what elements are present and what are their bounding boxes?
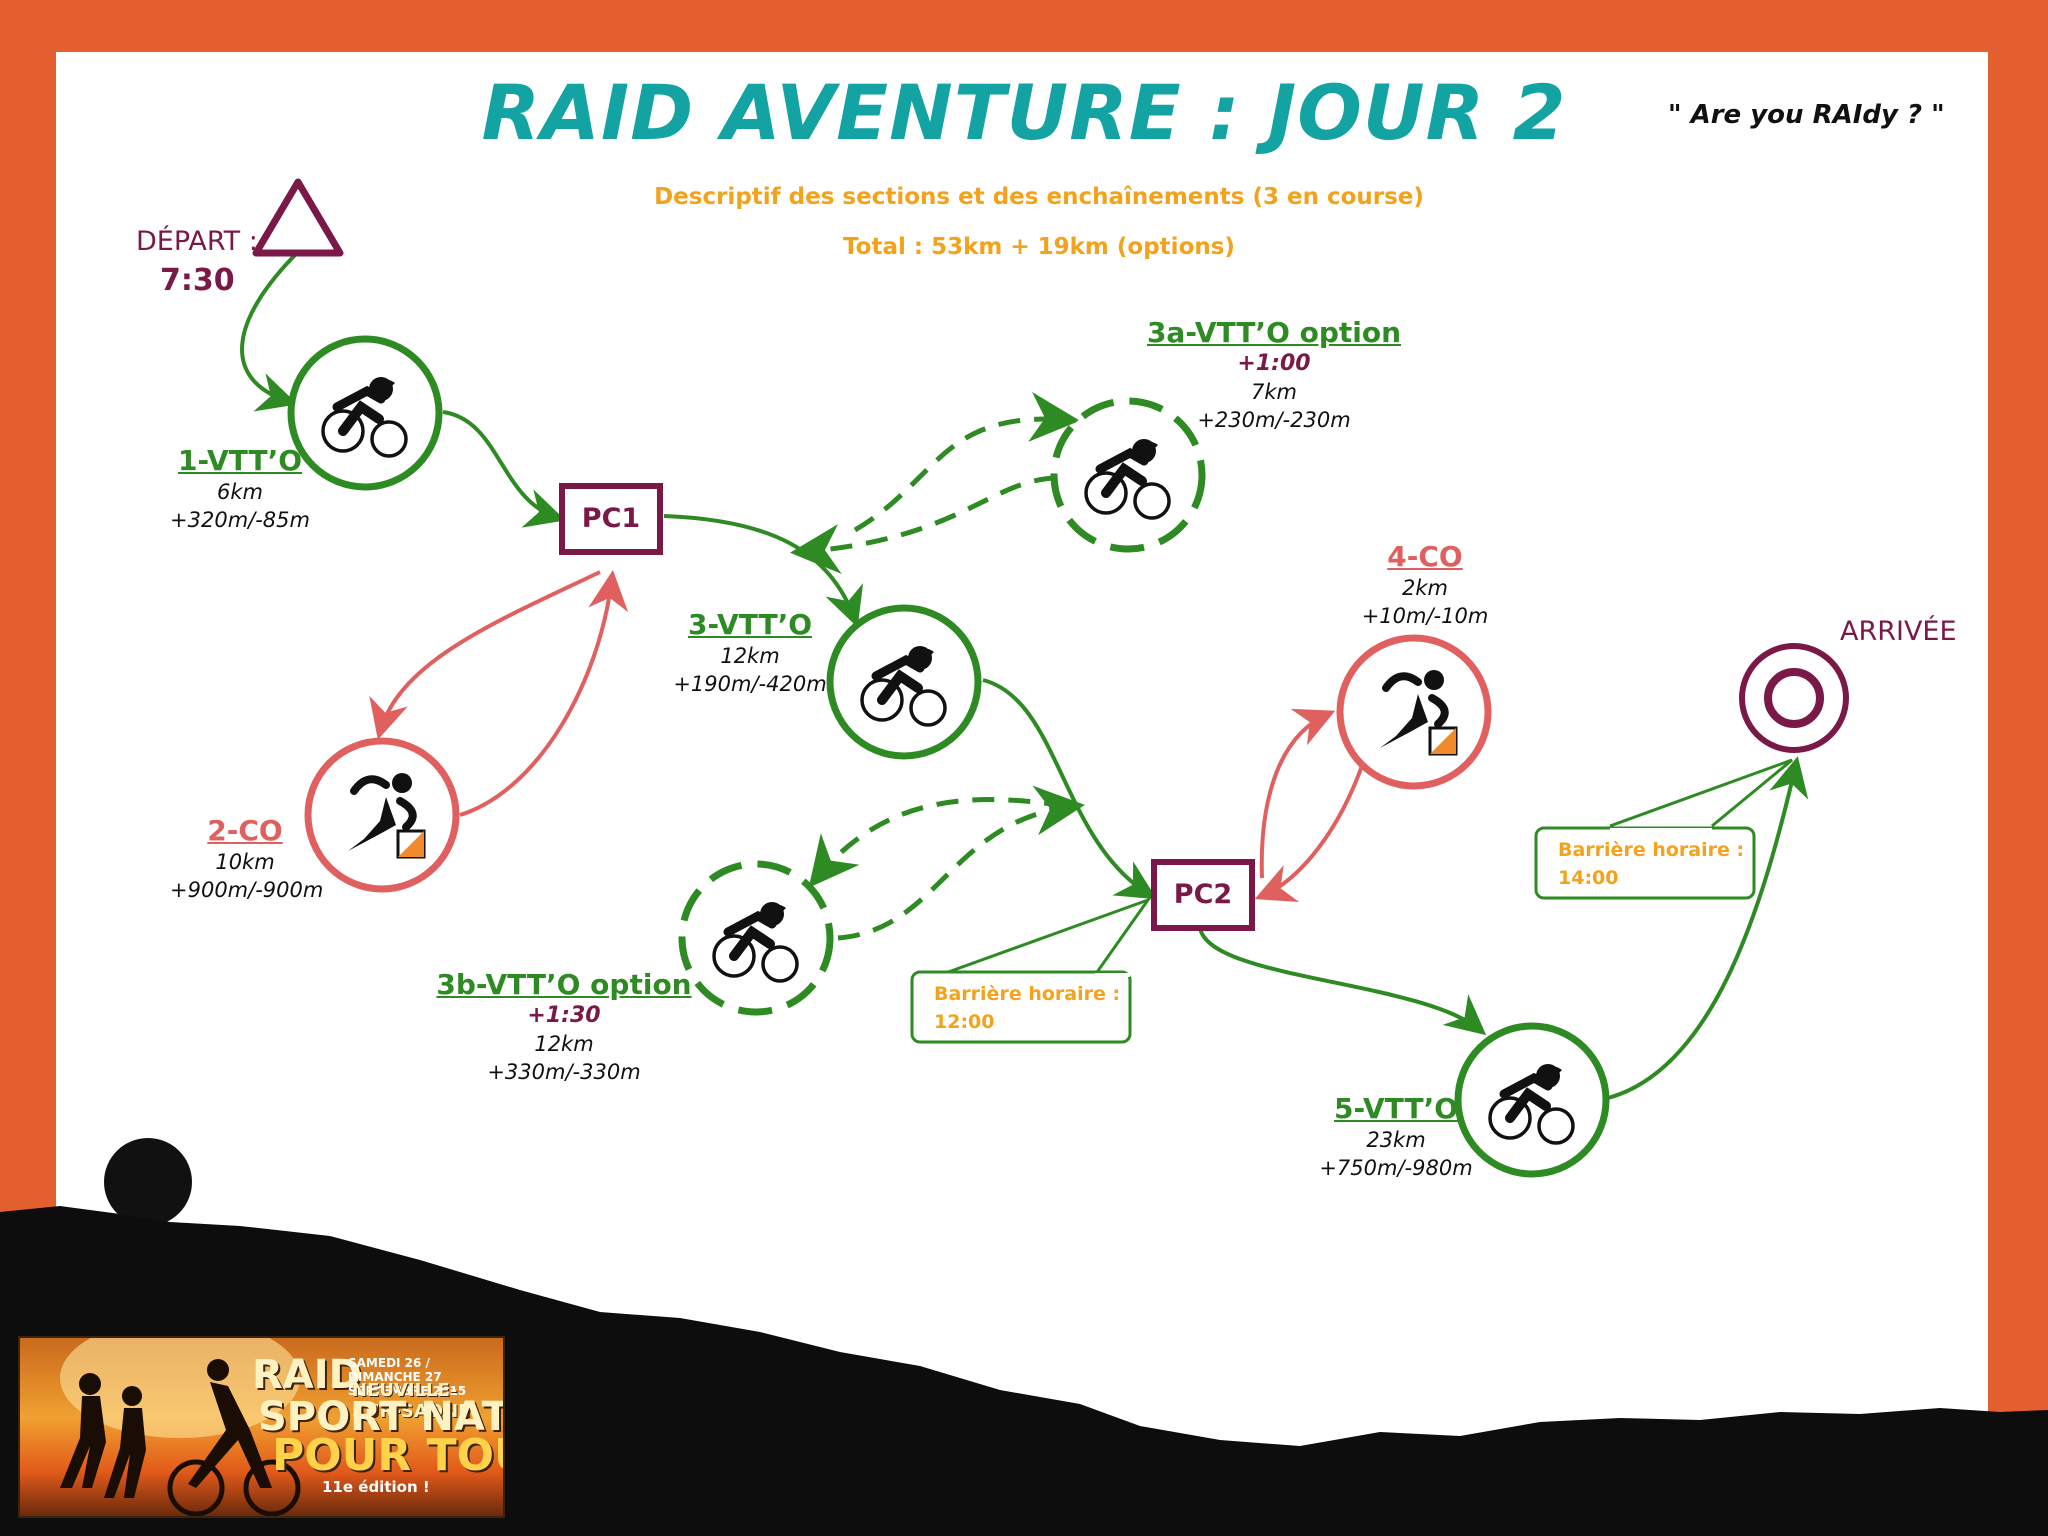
logo-date: SAMEDI 26 / DIMANCHE 27 SEPTEMBRE 2015 [348, 1356, 467, 1398]
section-distance: 23km [1366, 1128, 1426, 1152]
logo-pour-tous: POUR TOUS ! [272, 1430, 503, 1481]
link-pc1-to-s2 [369, 570, 601, 740]
section-node-s4 [1336, 634, 1492, 790]
section-label-s3a: 3a-VTT’O option +1:00 7km +230m/-230m [1134, 316, 1414, 434]
section-name: 3a-VTT’O option [1146, 316, 1402, 349]
section-name: 5-VTT’O [1333, 1092, 1459, 1125]
subtitle-description: Descriptif des sections et des enchaînem… [654, 184, 1424, 210]
time-barrier-label: Barrière horaire : [1558, 839, 1745, 861]
section-elevation: +10m/-10m [1361, 604, 1489, 628]
section-distance: 2km [1402, 576, 1448, 600]
section-extra-time: +1:00 [1237, 351, 1311, 376]
section-distance: 6km [217, 480, 263, 504]
section-node-s2 [304, 737, 460, 893]
link-s3a-out [853, 392, 1080, 533]
section-label-s3: 3-VTT’O 12km +190m/-420m [660, 608, 840, 698]
section-elevation: +330m/-330m [487, 1060, 641, 1084]
hill-silhouette [0, 1206, 2048, 1536]
section-node-s1 [287, 335, 443, 491]
link-pc2-to-s4 [1259, 708, 1336, 879]
logo-athletes-silhouette [60, 1338, 301, 1516]
logo-place: NEUVILLE-SUR-SAONE [352, 1380, 471, 1422]
link-pc1-to-s3 [663, 514, 864, 628]
section-label-s5: 5-VTT’O 23km +750m/-980m [1316, 1092, 1476, 1182]
start-triangle-icon [252, 178, 344, 257]
link-pc2-to-s5 [1198, 927, 1487, 1036]
section-name: 2-CO [207, 814, 283, 847]
section-elevation: +230m/-230m [1197, 408, 1351, 432]
link-s3b-out [808, 797, 1067, 888]
section-name: 3-VTT’O [687, 608, 813, 641]
barrier-box-1 [910, 970, 1132, 1044]
link-s2-to-pc1 [459, 570, 629, 817]
checkpoint-pc1 [559, 483, 663, 555]
section-node-s3 [826, 604, 982, 760]
section-distance: 12km [534, 1032, 594, 1056]
link-start-to-s1 [240, 250, 300, 412]
section-elevation: +900m/-900m [170, 878, 324, 902]
section-node-s3a [1050, 397, 1206, 553]
link-s3b-back [837, 785, 1085, 941]
section-distance: 7km [1251, 380, 1297, 404]
logo-raid: RAID [252, 1352, 362, 1398]
link-s3-to-pc2 [982, 678, 1157, 900]
barrier-pointer-2 [1609, 758, 1793, 828]
section-elevation: +190m/-420m [673, 672, 827, 696]
link-s3a-back [790, 475, 1057, 574]
section-name: 3b-VTT’O option [436, 968, 692, 1001]
section-name: 1-VTT’O [177, 444, 303, 477]
link-s5-to-finish [1607, 756, 1809, 1100]
section-label-s4: 4-CO 2km +10m/-10m [1340, 540, 1510, 630]
time-barrier-time: 14:00 [1558, 867, 1619, 889]
section-node-s3b [678, 860, 834, 1016]
subtitle-total: Total : 53km + 19km (options) [843, 234, 1235, 260]
section-elevation: +750m/-980m [1319, 1156, 1473, 1180]
sun-silhouette [104, 1138, 192, 1226]
finish-label: ARRIVÉE [1840, 616, 1957, 647]
section-name: 4-CO [1387, 540, 1463, 573]
section-elevation: +320m/-85m [170, 508, 310, 532]
logo-sport-nature: SPORT NATURE [258, 1394, 505, 1440]
link-s4-to-pc2 [1254, 759, 1366, 902]
time-barrier-time: 12:00 [934, 1011, 995, 1033]
section-node-s5 [1454, 1022, 1610, 1178]
time-barrier-label: Barrière horaire : [934, 983, 1121, 1005]
time-barrier-2: Barrière horaire : 14:00 [1558, 836, 1744, 892]
section-distance: 12km [720, 644, 780, 668]
section-label-s2: 2-CO 10km +900m/-900m [170, 814, 324, 904]
checkpoint-label-pc1: PC1 [581, 503, 641, 534]
route-connections [240, 250, 1809, 1100]
checkpoint-pc2 [1151, 859, 1255, 931]
section-label-s3b: 3b-VTT’O option +1:30 12km +330m/-330m [424, 968, 704, 1086]
motto: " Are you RAIdy ? " [1668, 100, 1945, 130]
link-s1-to-pc1 [442, 410, 566, 528]
page-title: RAID AVENTURE : JOUR 2 [481, 68, 1567, 157]
checkpoint-label-pc2: PC2 [1173, 879, 1233, 910]
start-time: 7:30 [160, 263, 235, 298]
event-logo: RAID SAMEDI 26 / DIMANCHE 27 SEPTEMBRE 2… [18, 1336, 505, 1518]
finish-target-icon [1739, 643, 1849, 753]
section-extra-time: +1:30 [527, 1003, 601, 1028]
time-barrier-1: Barrière horaire : 12:00 [934, 980, 1120, 1036]
section-label-s1: 1-VTT’O 6km +320m/-85m [150, 444, 330, 534]
logo-edition: 11e édition ! [322, 1478, 430, 1496]
start-label: DÉPART : [136, 226, 258, 257]
barrier-pointer-1 [939, 896, 1152, 977]
section-distance: 10km [215, 850, 275, 874]
